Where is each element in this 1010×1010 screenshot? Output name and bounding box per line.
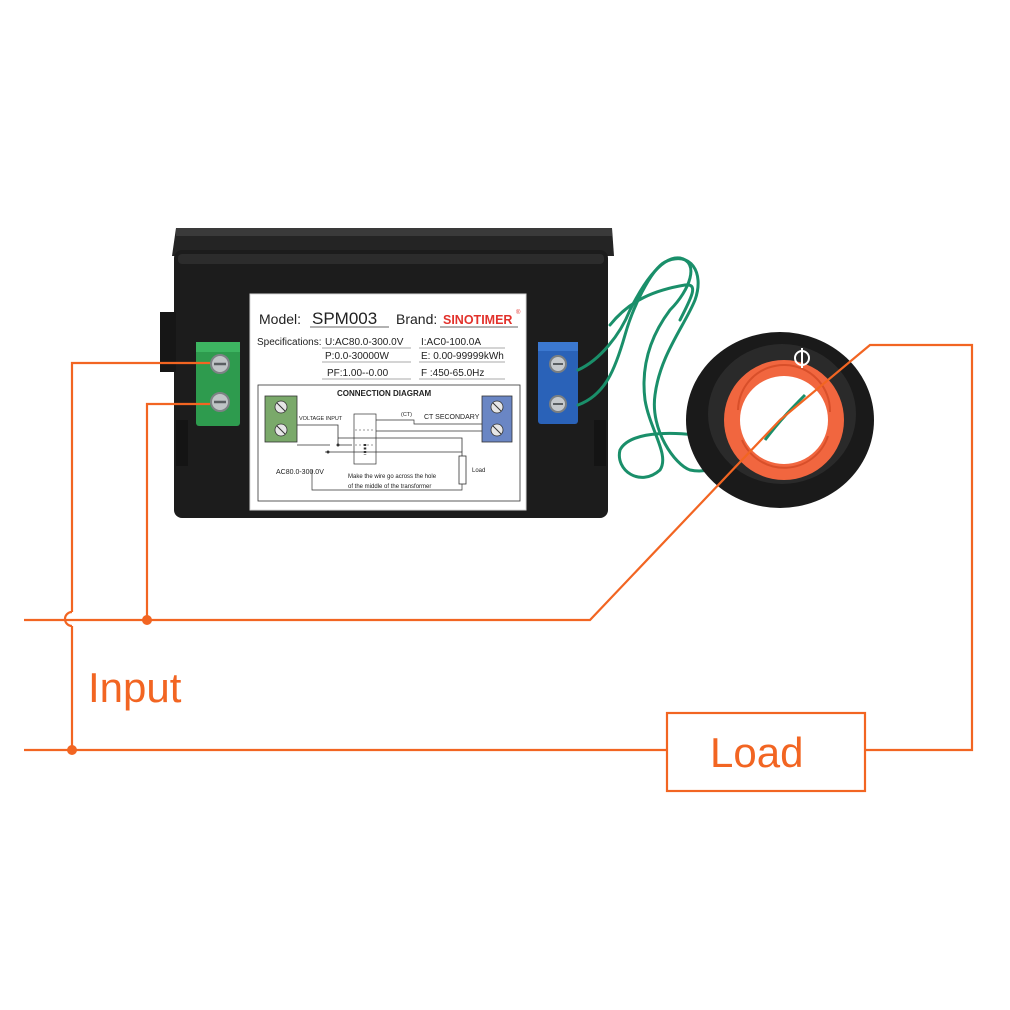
- voltage-terminal-block: [196, 342, 240, 426]
- ct-terminal-block: [538, 342, 578, 424]
- model-value: SPM003: [312, 309, 377, 328]
- current-transformer: [686, 332, 874, 508]
- spec-label-sticker: Model: SPM003 Brand: SINOTIMER ® Specifi…: [249, 293, 527, 511]
- input-label: Input: [88, 664, 182, 711]
- ct-secondary-label: CT SECONDARY: [424, 414, 480, 421]
- phase-symbol-icon: [794, 348, 810, 368]
- small-load-label: Load: [472, 468, 485, 474]
- spec-current: I:AC0-100.0A: [421, 337, 481, 348]
- brand-label: Brand:: [396, 311, 437, 327]
- spec-power-factor: PF:1.00--0.00: [327, 368, 389, 379]
- wire-note-line1: Make the wire go across the hole: [348, 474, 437, 480]
- ct-label: (CT): [401, 412, 412, 418]
- connection-diagram-box: [257, 384, 521, 502]
- wire-note-line2: of the middle of the transformer: [348, 484, 431, 490]
- voltage-range-label: AC80.0-300.0V: [276, 469, 324, 476]
- brand-value: SINOTIMER: [443, 313, 512, 327]
- power-meter: Model: SPM003 Brand: SINOTIMER ® Specifi…: [160, 228, 614, 518]
- spec-frequency: F :450-65.0Hz: [421, 368, 484, 379]
- spec-voltage: U:AC80.0-300.0V: [325, 337, 404, 348]
- spec-energy: E: 0.00-99999kWh: [421, 351, 504, 362]
- junction-dot: [67, 745, 77, 755]
- brand-registered-mark: ®: [516, 309, 521, 316]
- junction-dot: [142, 615, 152, 625]
- load-box: Load: [665, 711, 867, 793]
- spec-power: P:0.0-30000W: [325, 351, 389, 362]
- circuit-wiring: [24, 343, 974, 752]
- model-label: Model:: [259, 311, 301, 327]
- specs-label: Specifications:: [257, 337, 321, 348]
- connection-diagram-title: CONNECTION DIAGRAM: [337, 389, 432, 398]
- load-label: Load: [710, 729, 803, 776]
- voltage-input-label: VOLTAGE INPUT: [299, 416, 343, 422]
